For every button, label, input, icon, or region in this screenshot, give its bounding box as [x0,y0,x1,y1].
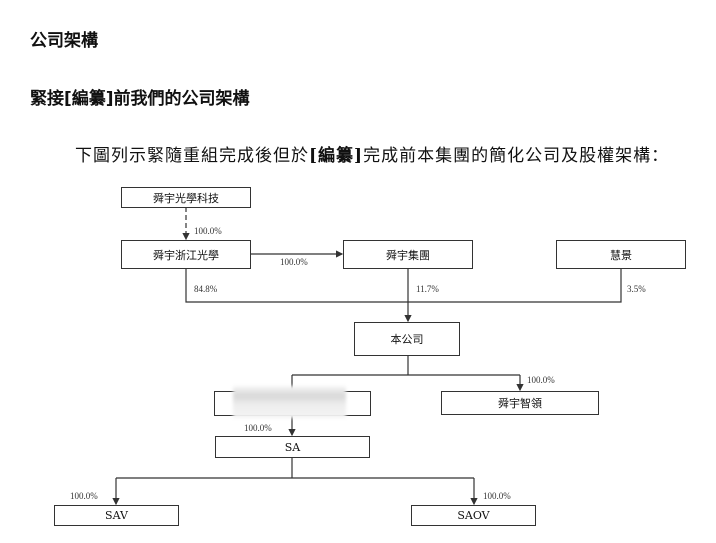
percentage-label: 100.0% [280,257,308,267]
entity-box: 舜宇光學科技 [121,187,251,208]
subsection-heading: 緊接[編纂]前我們的公司架構 [30,89,250,109]
company-box: 本公司 [354,322,460,356]
entity-box: 舜宇浙江光學 [121,240,251,269]
entity-box: 舜宇智領 [441,391,599,415]
percentage-label: 100.0% [483,491,511,501]
intro-text: 下圖列示緊隨重組完成後但於 [75,146,309,166]
entity-box: SAOV [411,505,536,526]
entity-box: 舜宇集團 [343,240,473,269]
percentage-label: 11.7% [416,284,439,294]
section-heading: 公司架構 [30,31,98,51]
entity-box: SA [215,436,370,458]
redacted-tag: [編纂] [309,146,364,166]
entity-box: 慧景 [556,240,686,269]
percentage-label: 3.5% [627,284,646,294]
percentage-label: 100.0% [194,226,222,236]
percentage-label: 84.8% [194,284,218,294]
percentage-label: 100.0% [527,375,555,385]
redaction-blur [233,386,346,418]
intro-text-end: 完成前本集團的簡化公司及股權架構： [363,146,670,166]
intro-paragraph: 下圖列示緊隨重組完成後但於[編纂]完成前本集團的簡化公司及股權架構： [75,141,669,166]
entity-box: SAV [54,505,179,526]
percentage-label: 100.0% [244,423,272,433]
percentage-label: 100.0% [70,491,98,501]
connector [185,268,622,303]
